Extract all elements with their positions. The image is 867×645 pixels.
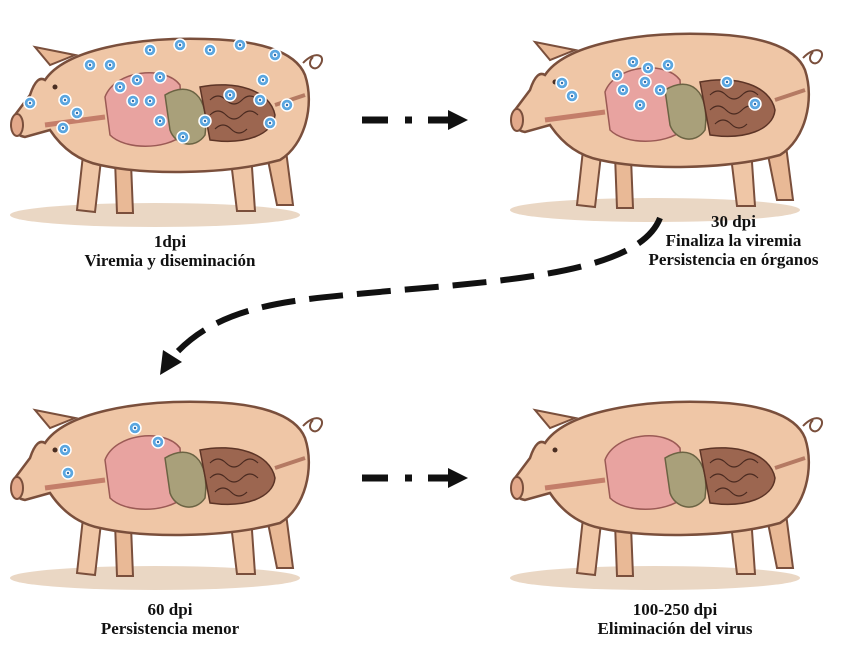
caption-100-250dpi: 100-250 dpi Eliminación del virus	[545, 600, 805, 638]
pig-100-250dpi	[510, 402, 822, 590]
caption-30dpi: 30 dpi Finaliza la viremia Persistencia …	[600, 212, 867, 269]
pig-1dpi	[10, 39, 322, 227]
pig-30dpi	[510, 34, 822, 222]
pig-60dpi	[10, 402, 322, 590]
caption-60dpi: 60 dpi Persistencia menor	[40, 600, 300, 638]
caption-description-line2: Persistencia en órganos	[600, 250, 867, 269]
arrow-60dpi-to-100-250dpi	[362, 468, 468, 488]
caption-time: 1dpi	[40, 232, 300, 251]
caption-time: 100-250 dpi	[545, 600, 805, 619]
arrow-1dpi-to-30dpi	[362, 110, 468, 130]
caption-description: Eliminación del virus	[545, 619, 805, 638]
caption-time: 60 dpi	[40, 600, 300, 619]
caption-description: Viremia y diseminación	[40, 251, 300, 270]
caption-description: Persistencia menor	[40, 619, 300, 638]
caption-description-line1: Finaliza la viremia	[600, 231, 867, 250]
caption-1dpi: 1dpi Viremia y diseminación	[40, 232, 300, 270]
caption-time: 30 dpi	[600, 212, 867, 231]
